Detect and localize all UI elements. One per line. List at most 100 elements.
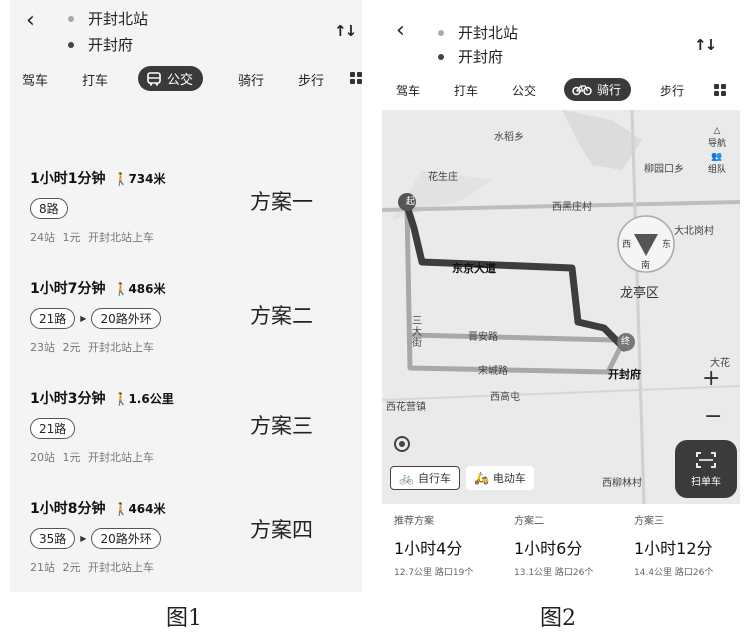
- more-grid-icon[interactable]: [714, 84, 726, 96]
- chevron-left-icon[interactable]: ‹: [26, 8, 35, 33]
- road-label-dongjing: 东京大道: [452, 262, 496, 275]
- bus-line-pill: 8路: [30, 198, 68, 219]
- swap-vertical-icon[interactable]: ↑↓: [694, 36, 717, 54]
- map-label: 西柳林村: [602, 478, 642, 489]
- map-canvas: [382, 110, 740, 504]
- scheme-label-3: 方案三: [250, 414, 313, 438]
- vehicle-label: 电动车: [492, 472, 526, 485]
- bus-line-pill: 21路: [30, 308, 76, 329]
- bus-line-pill: 21路: [30, 418, 76, 439]
- plan-stops: 20站: [30, 451, 55, 464]
- district-label: 龙亭区: [620, 286, 660, 301]
- origin-dot-icon: [68, 15, 74, 22]
- destination-dot-icon: [438, 53, 444, 60]
- walk-icon: 🚶: [113, 501, 129, 516]
- walk-icon: 🚶: [113, 171, 129, 186]
- scheme-label-1: 方案一: [250, 190, 313, 214]
- cycling-panel: ‹ 开封北站 开封府 ↑↓ 驾车 打车 公交 骑行 步行: [382, 0, 740, 592]
- navigate-button[interactable]: △ 导航: [708, 126, 726, 149]
- cycling-plans: 推荐方案 1小时4分 12.7公里 路口19个 方案二 1小时6分 13.1公里…: [382, 508, 740, 592]
- chevron-left-icon[interactable]: ‹: [396, 18, 405, 43]
- tab-drive[interactable]: 驾车: [396, 84, 421, 98]
- swap-vertical-icon[interactable]: ↑↓: [334, 22, 357, 40]
- plan-meta: 13.1公里 路口26个: [514, 568, 594, 578]
- route-map[interactable]: 起 终 水稻乡 花生庄 西黑庄村 柳园口乡 大北岗村 西 东 南 龙亭区 东京大…: [382, 110, 740, 504]
- team-label: 组队: [708, 165, 727, 175]
- plan-label: 推荐方案: [394, 516, 434, 527]
- map-label: 水稻乡: [494, 132, 524, 143]
- more-grid-icon[interactable]: [350, 72, 362, 84]
- start-marker: 起: [406, 197, 416, 207]
- destination-label: 开封府: [608, 368, 641, 381]
- plan-label: 方案二: [514, 516, 544, 527]
- plan-board: 开封北站上车: [88, 561, 154, 574]
- walk-icon: 🚶: [113, 391, 129, 406]
- scan-bike-button[interactable]: 扫单车: [675, 440, 737, 498]
- road-label-sanda: 三大街: [412, 316, 422, 349]
- scan-label: 扫单车: [691, 476, 721, 488]
- tab-bike[interactable]: 骑行: [564, 78, 632, 101]
- bus-line-pill: 20路外环: [91, 528, 161, 549]
- tab-bike-label: 骑行: [597, 83, 622, 97]
- destination-text: 开封府: [88, 36, 134, 54]
- plan-walk: 486米: [128, 281, 166, 296]
- transit-plan-2[interactable]: 1小时7分钟 🚶486米 21路▶20路外环 23站 2元 开封北站上车: [30, 278, 350, 355]
- tab-taxi[interactable]: 打车: [82, 74, 109, 89]
- origin-row[interactable]: 开封北站: [438, 22, 518, 43]
- team-button[interactable]: 👥 组队: [708, 152, 726, 175]
- transit-plan-1[interactable]: 1小时1分钟 🚶734米 8路 24站 1元 开封北站上车: [30, 168, 350, 245]
- bus-line-pill: 35路: [30, 528, 76, 549]
- scheme-label-2: 方案二: [250, 304, 313, 328]
- plan-walk: 734米: [128, 171, 166, 186]
- plan-time: 1小时8分钟: [30, 501, 106, 517]
- plan-time: 1小时6分: [514, 539, 583, 558]
- bicycle-icon: [572, 84, 592, 95]
- transfer-arrow-icon: ▶: [80, 314, 87, 323]
- plan-fare: 2元: [62, 341, 81, 354]
- bus-icon: [147, 71, 161, 86]
- cycling-plan-3[interactable]: 方案三 1小时12分 14.4公里 路口26个: [634, 512, 713, 578]
- plan-walk: 464米: [128, 501, 166, 516]
- plan-fare: 1元: [62, 231, 81, 244]
- vehicle-bicycle[interactable]: 🚲 自行车: [390, 466, 460, 490]
- plan-meta: 14.4公里 路口26个: [634, 568, 714, 578]
- destination-text: 开封府: [458, 48, 504, 66]
- plan-stops: 23站: [30, 341, 55, 354]
- plan-label: 方案三: [634, 516, 664, 527]
- plan-time: 1小时4分: [394, 539, 463, 558]
- destination-row[interactable]: 开封府: [438, 46, 503, 67]
- tab-transit[interactable]: 公交: [138, 66, 204, 91]
- cycling-plan-2[interactable]: 方案二 1小时6分 13.1公里 路口26个: [514, 512, 593, 578]
- origin-text: 开封北站: [88, 10, 149, 28]
- tab-drive[interactable]: 驾车: [22, 74, 49, 89]
- plan-fare: 2元: [62, 561, 81, 574]
- locate-icon[interactable]: [394, 436, 410, 452]
- scooter-icon: 🛵: [473, 471, 489, 485]
- bus-line-pill: 20路外环: [91, 308, 161, 329]
- compass-w: 西: [622, 240, 632, 250]
- road-label-jinan: 晋安路: [468, 332, 498, 343]
- tab-walk[interactable]: 步行: [660, 84, 685, 98]
- transit-plan-3[interactable]: 1小时3分钟 🚶1.6公里 21路 20站 1元 开封北站上车: [30, 388, 350, 465]
- tab-taxi[interactable]: 打车: [454, 84, 479, 98]
- team-people-icon: 👥: [711, 152, 723, 162]
- plan-board: 开封北站上车: [88, 231, 154, 244]
- map-label: 西花营镇: [386, 402, 426, 413]
- plan-stops: 21站: [30, 561, 55, 574]
- origin-row[interactable]: 开封北站: [68, 8, 148, 29]
- vehicle-ebike[interactable]: 🛵 电动车: [465, 466, 534, 490]
- road-label-songcheng: 宋城路: [478, 366, 508, 377]
- tab-transit[interactable]: 公交: [512, 84, 537, 98]
- map-label: 西黑庄村: [552, 202, 592, 213]
- zoom-out-button[interactable]: −: [704, 404, 723, 429]
- figure-caption-1: 图1: [166, 606, 202, 631]
- tab-walk[interactable]: 步行: [298, 74, 325, 89]
- destination-dot-icon: [68, 41, 74, 48]
- tab-bike[interactable]: 骑行: [238, 74, 265, 89]
- transit-plan-4[interactable]: 1小时8分钟 🚶464米 35路▶20路外环 21站 2元 开封北站上车: [30, 498, 350, 575]
- zoom-in-button[interactable]: +: [702, 366, 721, 391]
- bicycle-icon: 🚲: [399, 471, 414, 485]
- plan-fare: 1元: [62, 451, 81, 464]
- cycling-plan-1[interactable]: 推荐方案 1小时4分 12.7公里 路口19个: [394, 512, 473, 578]
- destination-row[interactable]: 开封府: [68, 34, 133, 55]
